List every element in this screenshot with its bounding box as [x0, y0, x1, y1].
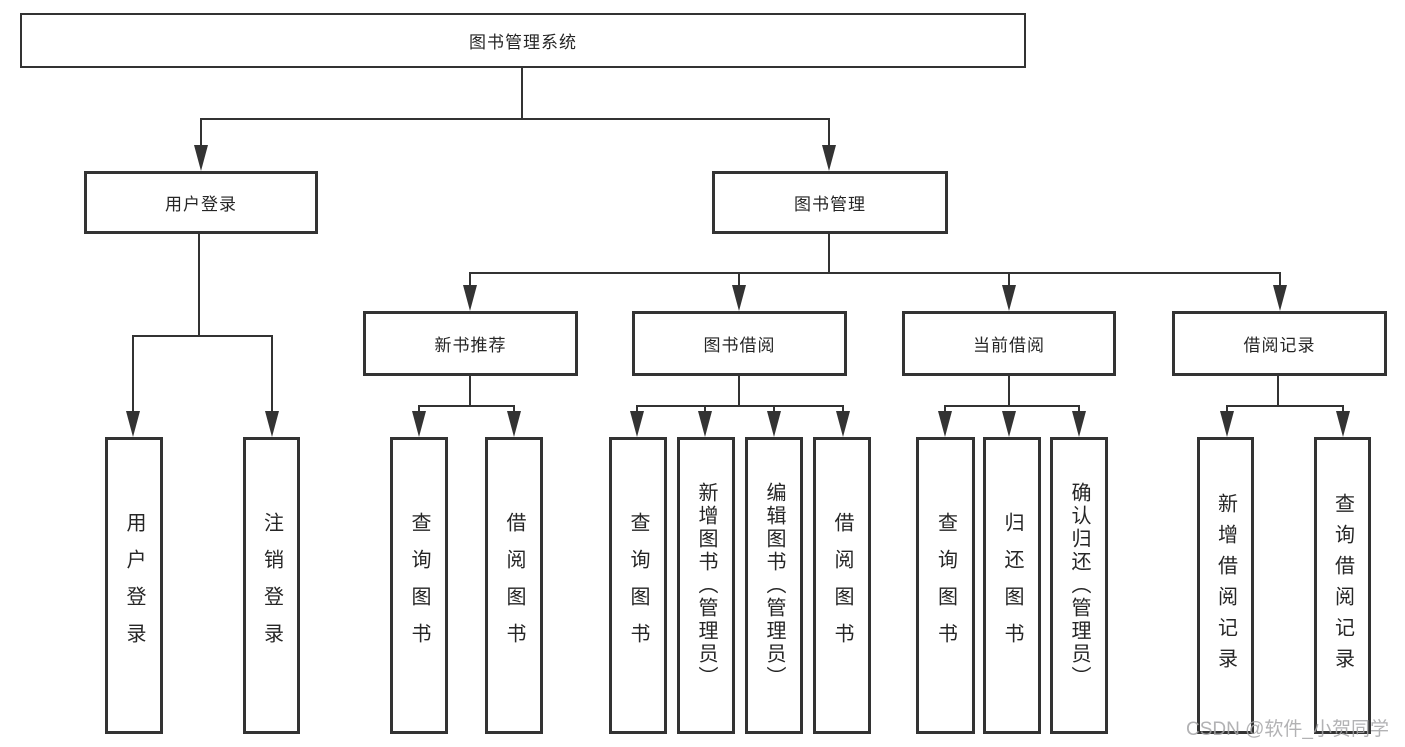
connector-line — [1008, 376, 1010, 407]
arrowhead-down-icon — [412, 411, 426, 437]
connector-line — [1226, 405, 1228, 415]
node-bb-add-book: 新增图书（管理员） — [677, 437, 735, 734]
connector-line — [738, 376, 740, 407]
node-borrow-records: 借阅记录 — [1172, 311, 1387, 376]
connector-line — [1226, 405, 1344, 407]
connector-line — [521, 67, 523, 119]
connector-line — [198, 234, 200, 337]
connector-line — [200, 118, 830, 120]
node-br-query-record-label: 查询借阅记录 — [1331, 492, 1354, 679]
arrowhead-down-icon — [822, 145, 836, 171]
node-new-book-rec-label: 新书推荐 — [434, 336, 507, 355]
node-ul-logout: 注销登录 — [243, 437, 300, 734]
connector-line — [200, 118, 202, 150]
arrowhead-down-icon — [463, 285, 477, 311]
arrowhead-down-icon — [1002, 411, 1016, 437]
connector-line — [418, 405, 515, 407]
connector-line — [1279, 272, 1281, 288]
connector-line — [828, 234, 830, 274]
node-cb-confirm-return: 确认归还（管理员） — [1050, 437, 1108, 734]
connector-line — [704, 405, 706, 415]
node-br-add-record-label: 新增借阅记录 — [1214, 492, 1237, 679]
arrowhead-down-icon — [698, 411, 712, 437]
node-book-borrow-label: 图书借阅 — [703, 336, 776, 355]
connector-line — [513, 405, 515, 415]
node-bb-edit-book-label: 编辑图书（管理员） — [763, 482, 785, 689]
connector-line — [738, 272, 740, 288]
node-cb-return-book: 归还图书 — [983, 437, 1041, 734]
node-user-login-branch: 用户登录 — [84, 171, 318, 234]
node-book-borrow: 图书借阅 — [632, 311, 847, 376]
node-root-label: 图书管理系统 — [469, 33, 577, 52]
arrowhead-down-icon — [938, 411, 952, 437]
arrowhead-down-icon — [630, 411, 644, 437]
node-cb-return-book-label: 归还图书 — [1001, 511, 1023, 660]
node-cb-query-book-label: 查询图书 — [934, 511, 957, 660]
arrowhead-down-icon — [732, 285, 746, 311]
node-bb-borrow-book: 借阅图书 — [813, 437, 871, 734]
connector-line — [469, 272, 471, 288]
connector-line — [828, 118, 830, 150]
arrowhead-down-icon — [1072, 411, 1086, 437]
connector-line — [132, 335, 273, 337]
connector-line — [1078, 405, 1080, 415]
node-nb-query-book-label: 查询图书 — [408, 511, 430, 660]
connector-line — [469, 272, 1281, 274]
connector-line — [132, 335, 134, 415]
node-nb-query-book: 查询图书 — [390, 437, 448, 734]
connector-line — [773, 405, 775, 415]
node-nb-borrow-book: 借阅图书 — [485, 437, 543, 734]
arrowhead-down-icon — [194, 145, 208, 171]
connector-line — [1277, 376, 1279, 407]
connector-line — [842, 405, 844, 415]
arrowhead-down-icon — [836, 411, 850, 437]
node-br-add-record: 新增借阅记录 — [1197, 437, 1254, 734]
connector-line — [1008, 272, 1010, 288]
node-new-book-rec: 新书推荐 — [363, 311, 578, 376]
connector-line — [271, 335, 273, 415]
connector-line — [1342, 405, 1344, 415]
arrowhead-down-icon — [1220, 411, 1234, 437]
node-br-query-record: 查询借阅记录 — [1314, 437, 1371, 734]
arrowhead-down-icon — [507, 411, 521, 437]
node-bb-borrow-book-label: 借阅图书 — [831, 511, 853, 660]
connector-line — [636, 405, 844, 407]
node-ul-user-login-label: 用户登录 — [123, 511, 145, 660]
node-borrow-records-label: 借阅记录 — [1243, 336, 1316, 355]
node-book-mgmt-branch: 图书管理 — [712, 171, 948, 234]
node-cb-query-book: 查询图书 — [916, 437, 975, 734]
node-current-borrow: 当前借阅 — [902, 311, 1116, 376]
node-bb-query-book: 查询图书 — [609, 437, 667, 734]
node-current-borrow-label: 当前借阅 — [973, 336, 1045, 355]
node-nb-borrow-book-label: 借阅图书 — [503, 511, 525, 660]
arrowhead-down-icon — [1002, 285, 1016, 311]
connector-line — [944, 405, 946, 415]
node-bb-edit-book: 编辑图书（管理员） — [745, 437, 803, 734]
connector-line — [469, 376, 471, 407]
node-user-login-branch-label: 用户登录 — [165, 195, 237, 214]
arrowhead-down-icon — [1336, 411, 1350, 437]
connector-line — [944, 405, 1080, 407]
arrowhead-down-icon — [1273, 285, 1287, 311]
connector-line — [418, 405, 420, 415]
csdn-watermark: CSDN @软件_小贺同学 — [1186, 719, 1389, 740]
arrowhead-down-icon — [265, 411, 279, 437]
node-ul-logout-label: 注销登录 — [260, 511, 283, 660]
arrowhead-down-icon — [767, 411, 781, 437]
node-book-mgmt-branch-label: 图书管理 — [794, 195, 866, 214]
node-cb-confirm-return-label: 确认归还（管理员） — [1068, 482, 1090, 689]
node-ul-user-login: 用户登录 — [105, 437, 163, 734]
node-bb-add-book-label: 新增图书（管理员） — [695, 482, 717, 689]
node-root: 图书管理系统 — [20, 13, 1026, 68]
connector-line — [636, 405, 638, 415]
arrowhead-down-icon — [126, 411, 140, 437]
node-bb-query-book-label: 查询图书 — [627, 511, 649, 660]
